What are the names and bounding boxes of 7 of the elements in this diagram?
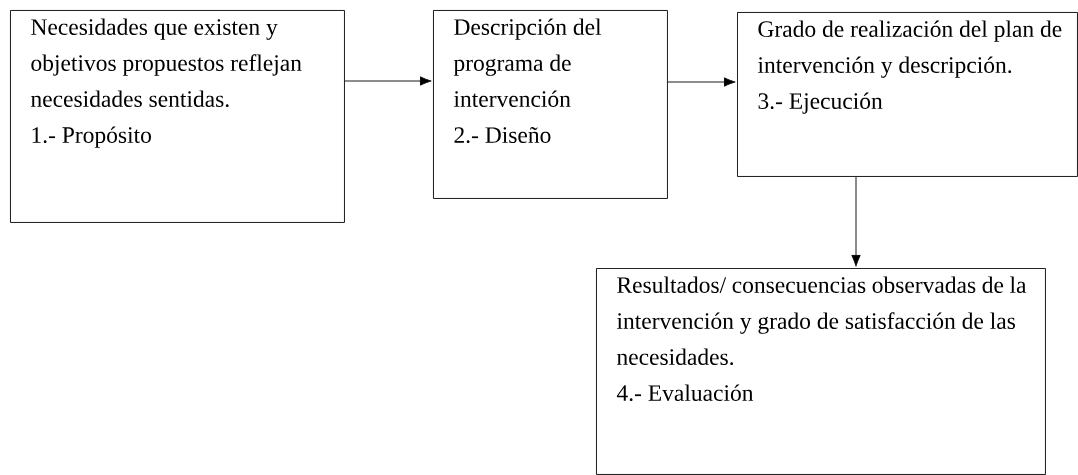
text-box: Descripción del programa de intervención 2.- Diseño [433, 10, 668, 199]
arrow [667, 77, 736, 87]
arrow [851, 176, 861, 267]
text-box: Necesidades que existen y objetivos propuestos reflejan necesidades sentidas. 1.- Propósito [10, 10, 345, 223]
arrow [344, 76, 432, 86]
text-box: Resultados/ consecuencias observadas de la intervención y grado de satisfacción de las necesidades. 4.- Evaluación [596, 268, 1046, 475]
text-box: Grado de realización del plan de intervención y descripción. 3.- Ejecución [737, 12, 1078, 177]
